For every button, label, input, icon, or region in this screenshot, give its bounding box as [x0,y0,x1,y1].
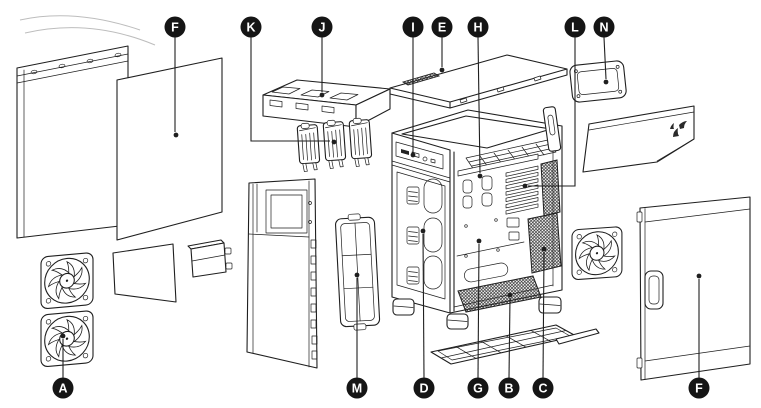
leader-line [477,243,480,378]
leader-dot [354,272,360,278]
callout-D-10: D [413,228,435,399]
leader-line [422,233,425,378]
corsair-sails-icon [670,121,687,137]
psu-bay-mesh [527,212,562,274]
psu-shroud-cover [582,105,695,173]
callout-badge [164,16,186,38]
solid-side-panel-left [116,57,223,241]
leader-dot [696,273,702,279]
leader-dot [541,246,547,252]
leader-dot [603,79,609,85]
callout-letter: J [319,20,326,34]
callout-H-5: H [467,16,489,179]
callout-A-8: A [52,333,74,399]
callout-letter: F [695,381,703,395]
callout-F-14: F [688,273,710,399]
leader-line [528,37,576,187]
right-side-panel [636,196,751,381]
callout-M-9: M [346,272,368,399]
case-fan-2 [40,309,94,368]
leader-dot [439,67,445,73]
leader-line [508,297,511,378]
case-chassis [391,109,563,330]
callout-badge [532,377,554,399]
drive-cage [262,79,391,128]
callout-I-3: I [402,16,424,158]
leader-dot [420,228,426,234]
callout-letter: L [571,20,579,34]
side-rail [555,328,600,345]
tempered-glass-side-panel [16,45,129,239]
callout-badge [431,16,453,38]
callout-L-6: L [522,16,586,189]
drive-tray-3 [348,116,373,168]
leader-line [542,251,545,378]
leader-dot [476,238,482,244]
callout-K-1: K [240,16,337,145]
callout-badge [593,16,615,38]
callout-badge [688,377,710,399]
motherboard-tray [456,153,539,283]
callout-badge [402,16,424,38]
case-feet [392,296,562,330]
callout-letter: H [473,20,482,34]
callout-letter: K [246,20,255,34]
callout-N-7: N [593,16,615,85]
leader-line [250,37,330,142]
callout-letter: F [171,20,179,34]
leader-line [603,37,607,80]
drive-tray-1 [296,121,321,173]
shroud-cover-bracket [187,239,233,278]
callout-letter: E [438,20,446,34]
small-cover-panel [112,243,177,303]
callout-letter: B [504,381,513,395]
leader-dot [319,92,325,98]
callout-B-12: B [498,292,520,399]
callout-letter: D [419,381,428,395]
callout-E-4: E [431,16,453,73]
callout-J-2: J [311,16,333,98]
rear-exhaust-fan [571,225,623,281]
leader-dot [410,152,416,158]
callout-layer: F K J I E H L N A M D G B C F [52,16,710,399]
front-panel [246,178,318,369]
leader-line [477,37,481,174]
callout-letter: A [58,381,67,395]
callout-letter: N [599,20,608,34]
callout-letter: I [411,20,414,34]
callout-badge [498,377,520,399]
gloss-reflection-lines [19,15,156,46]
leader-dot [60,333,66,339]
front-fan-rail [406,178,443,290]
bottom-dust-filter [430,324,577,365]
rear-clip-bracket [542,106,562,152]
callout-letter: M [352,381,362,395]
leader-dot [331,139,337,145]
callout-badge [564,16,586,38]
callout-badge [467,16,489,38]
leader-dot [173,132,179,138]
callout-badge [467,377,489,399]
callout-badge [413,377,435,399]
callout-badge [346,377,368,399]
callout-F-0: F [164,16,186,138]
leader-dot [477,173,483,179]
leader-dot [522,183,528,189]
callout-C-13: C [532,246,554,399]
front-dust-filter [335,213,381,331]
accessory-bracket-frame [569,60,627,103]
callout-badge [52,377,74,399]
callout-badge [240,16,262,38]
case-fan-1 [40,251,94,310]
leader-dot [507,292,513,298]
front-io-panel [395,141,444,170]
callout-badge [311,16,333,38]
callout-G-11: G [467,238,489,399]
panel-handle [644,270,664,310]
rear-vent-mesh [540,159,561,217]
callout-letter: C [538,381,547,395]
callout-letter: G [473,381,483,395]
